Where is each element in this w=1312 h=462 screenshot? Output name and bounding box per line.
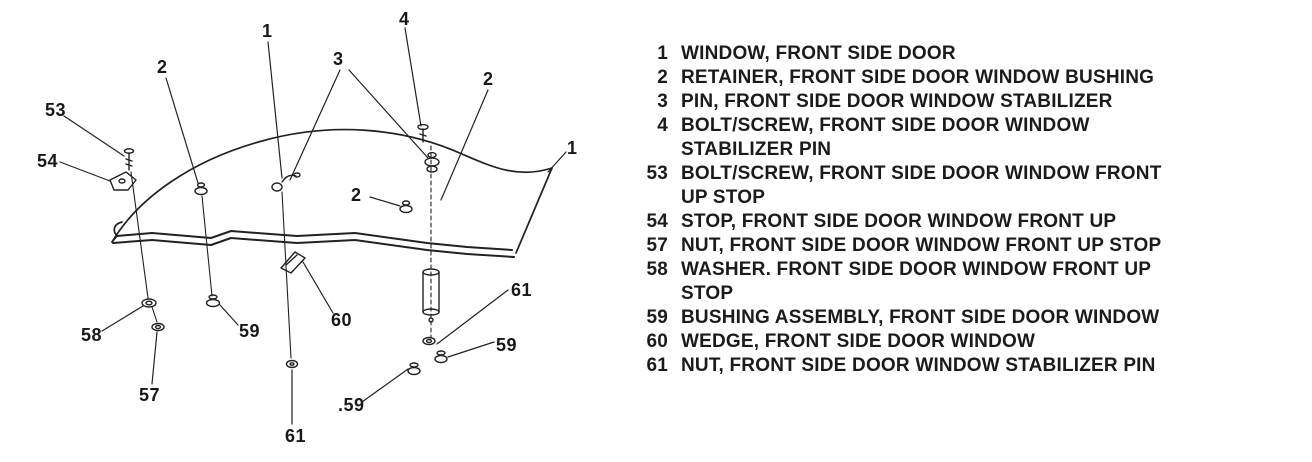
callout-61-right: 61 xyxy=(511,280,533,300)
window-assembly-drawing xyxy=(59,27,567,425)
callout-59-left: 59 xyxy=(239,321,261,341)
front-up-stop-nut xyxy=(151,322,165,332)
part-description: PIN, FRONT SIDE DOOR WINDOW STABILIZER xyxy=(681,91,1113,112)
part-number: 61 xyxy=(646,355,668,376)
parts-list: 1 WINDOW, FRONT SIDE DOOR 2 RETAINER, FRONT… xyxy=(640,42,1305,378)
bushing-right-lower xyxy=(407,362,421,376)
part-number: 2 xyxy=(657,67,668,88)
part-number: 4 xyxy=(657,115,668,136)
front-up-stop-bracket xyxy=(109,171,137,191)
part-number: 53 xyxy=(646,163,668,184)
part-number: 59 xyxy=(646,307,668,328)
parts-list-row: 54 STOP, FRONT SIDE DOOR WINDOW FRONT UP xyxy=(640,210,1305,234)
callout-57: 57 xyxy=(139,385,161,405)
part-description: WEDGE, FRONT SIDE DOOR WINDOW xyxy=(681,331,1036,352)
part-description: BUSHING ASSEMBLY, FRONT SIDE DOOR WINDOW xyxy=(681,307,1160,328)
retainer-left xyxy=(194,182,208,196)
window-wedge xyxy=(280,251,306,274)
assembly-axis-lines xyxy=(130,145,432,359)
glass-outline xyxy=(111,128,553,254)
bushing-left xyxy=(205,294,221,308)
callout-1-top: 1 xyxy=(262,21,273,41)
part-description: STOP, FRONT SIDE DOOR WINDOW FRONT UP xyxy=(681,211,1117,232)
parts-list-row: 57 NUT, FRONT SIDE DOOR WINDOW FRONT UP S… xyxy=(640,234,1305,258)
callout-1-right: 1 xyxy=(567,138,578,158)
callout-61-bottom: 61 xyxy=(285,426,307,446)
parts-list-row: 58 WASHER. FRONT SIDE DOOR WINDOW FRONT U… xyxy=(640,258,1305,306)
bottom-channel xyxy=(112,230,515,258)
part-description: RETAINER, FRONT SIDE DOOR WINDOW BUSHING xyxy=(681,67,1155,88)
parts-list-row: 61 NUT, FRONT SIDE DOOR WINDOW STABILIZER… xyxy=(640,354,1305,378)
parts-list-row: 1 WINDOW, FRONT SIDE DOOR xyxy=(640,42,1305,66)
part-number: 60 xyxy=(646,331,668,352)
callout-2-middle: 2 xyxy=(351,185,362,205)
parts-list-row: 4 BOLT/SCREW, FRONT SIDE DOOR WINDOW STAB… xyxy=(640,114,1305,162)
part-description: NUT, FRONT SIDE DOOR WINDOW STABILIZER P… xyxy=(681,355,1156,376)
callout-58: 58 xyxy=(81,325,103,345)
parts-list-row: 53 BOLT/SCREW, FRONT SIDE DOOR WINDOW FRO… xyxy=(640,162,1305,210)
stabilizer-pin-assembly xyxy=(422,151,440,323)
callout-59-right: 59 xyxy=(496,335,518,355)
part-number: 58 xyxy=(646,259,668,280)
retainer-middle xyxy=(399,200,413,214)
part-description: NUT, FRONT SIDE DOOR WINDOW FRONT UP STO… xyxy=(681,235,1162,256)
part-number: 54 xyxy=(646,211,668,232)
parts-list-row: 2 RETAINER, FRONT SIDE DOOR WINDOW BUSHIN… xyxy=(640,66,1305,90)
callout-4: 4 xyxy=(399,9,410,29)
callout-60: 60 xyxy=(331,310,353,330)
bushing-right-upper xyxy=(434,350,448,364)
front-up-stop-screw xyxy=(123,148,135,171)
part-description: WINDOW, FRONT SIDE DOOR xyxy=(681,43,956,64)
stabilizer-pin-bolt xyxy=(417,123,429,143)
parts-list-row: 59 BUSHING ASSEMBLY, FRONT SIDE DOOR WIND… xyxy=(640,306,1305,330)
callout-2-right: 2 xyxy=(483,69,494,89)
part-description: BOLT/SCREW, FRONT SIDE DOOR WINDOW STABI… xyxy=(681,115,1090,160)
stabilizer-pin-center xyxy=(271,172,301,192)
callout-53: 53 xyxy=(45,100,67,120)
parts-list-row: 60 WEDGE, FRONT SIDE DOOR WINDOW xyxy=(640,330,1305,354)
leader-lines xyxy=(59,27,567,425)
part-number: 1 xyxy=(657,43,668,64)
front-up-stop-washer xyxy=(141,298,157,308)
exploded-diagram: 4 1 3 2 2 53 54 1 2 58 57 59 60 61 61 59… xyxy=(0,0,640,462)
callout-3: 3 xyxy=(333,49,344,69)
part-number: 57 xyxy=(646,235,668,256)
callout-59-lower: .59 xyxy=(338,395,365,415)
part-description: BOLT/SCREW, FRONT SIDE DOOR WINDOW FRONT… xyxy=(681,163,1162,208)
parts-list-row: 3 PIN, FRONT SIDE DOOR WINDOW STABILIZER xyxy=(640,90,1305,114)
stabilizer-nut-right xyxy=(422,336,436,346)
callout-54: 54 xyxy=(37,151,59,171)
part-number: 3 xyxy=(657,91,668,112)
stabilizer-nut-bottom xyxy=(285,359,299,369)
part-description: WASHER. FRONT SIDE DOOR WINDOW FRONT UP … xyxy=(681,259,1151,304)
callout-2-left: 2 xyxy=(157,57,168,77)
